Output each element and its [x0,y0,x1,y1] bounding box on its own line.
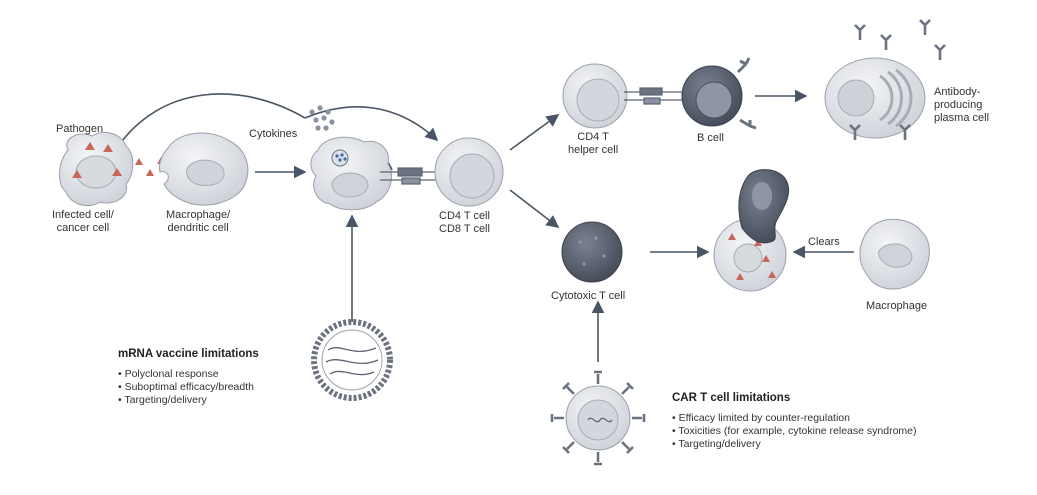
label-macrophage-dendritic: Macrophage/dendritic cell [166,209,231,234]
cytokine-dots [309,105,335,131]
label-pathogen: Pathogen [56,123,104,135]
label-b-cell: B cell [697,132,724,144]
list-item: Efficacy limited by counter-regulation [672,412,917,425]
list-item: Targeting/delivery [672,438,917,451]
mrna-lnp-vaccine [311,319,393,401]
mrna-box-title: mRNA vaccine limitations [118,348,259,360]
plasma-cell [824,57,926,139]
label-clears: Clears [808,236,840,248]
synapse [380,167,440,185]
list-item: Polyclonal response [118,368,254,381]
label-macrophage: Macrophage [866,300,928,312]
cytotoxic-t-cell [561,221,623,283]
b-cell-antibodies [736,57,757,130]
free-antibodies [849,19,946,140]
helper-synapse [624,87,685,105]
car-box-title: CAR T cell limitations [672,392,791,404]
list-item: Toxicities (for example, cytokine releas… [672,425,916,438]
inhibition-arrow [116,93,306,149]
arrow-to-cytotoxic [509,189,560,228]
list-item: Suboptimal efficacy/breadth [118,381,254,394]
car-box-list: Efficacy limited by counter-regulation T… [672,412,917,451]
arrow-to-helper [509,114,560,151]
mrna-box-list: Polyclonal response Suboptimal efficacy/… [118,368,254,407]
list-item: Targeting/delivery [118,394,254,407]
label-cytokines: Cytokines [249,128,298,140]
label-cytotoxic: Cytotoxic T cell [551,290,626,302]
cytokine-arrow [304,106,439,142]
car-receptors [550,370,646,466]
label-infected-cell: Infected cell/cancer cell [52,209,114,234]
infected-cell [59,131,134,207]
